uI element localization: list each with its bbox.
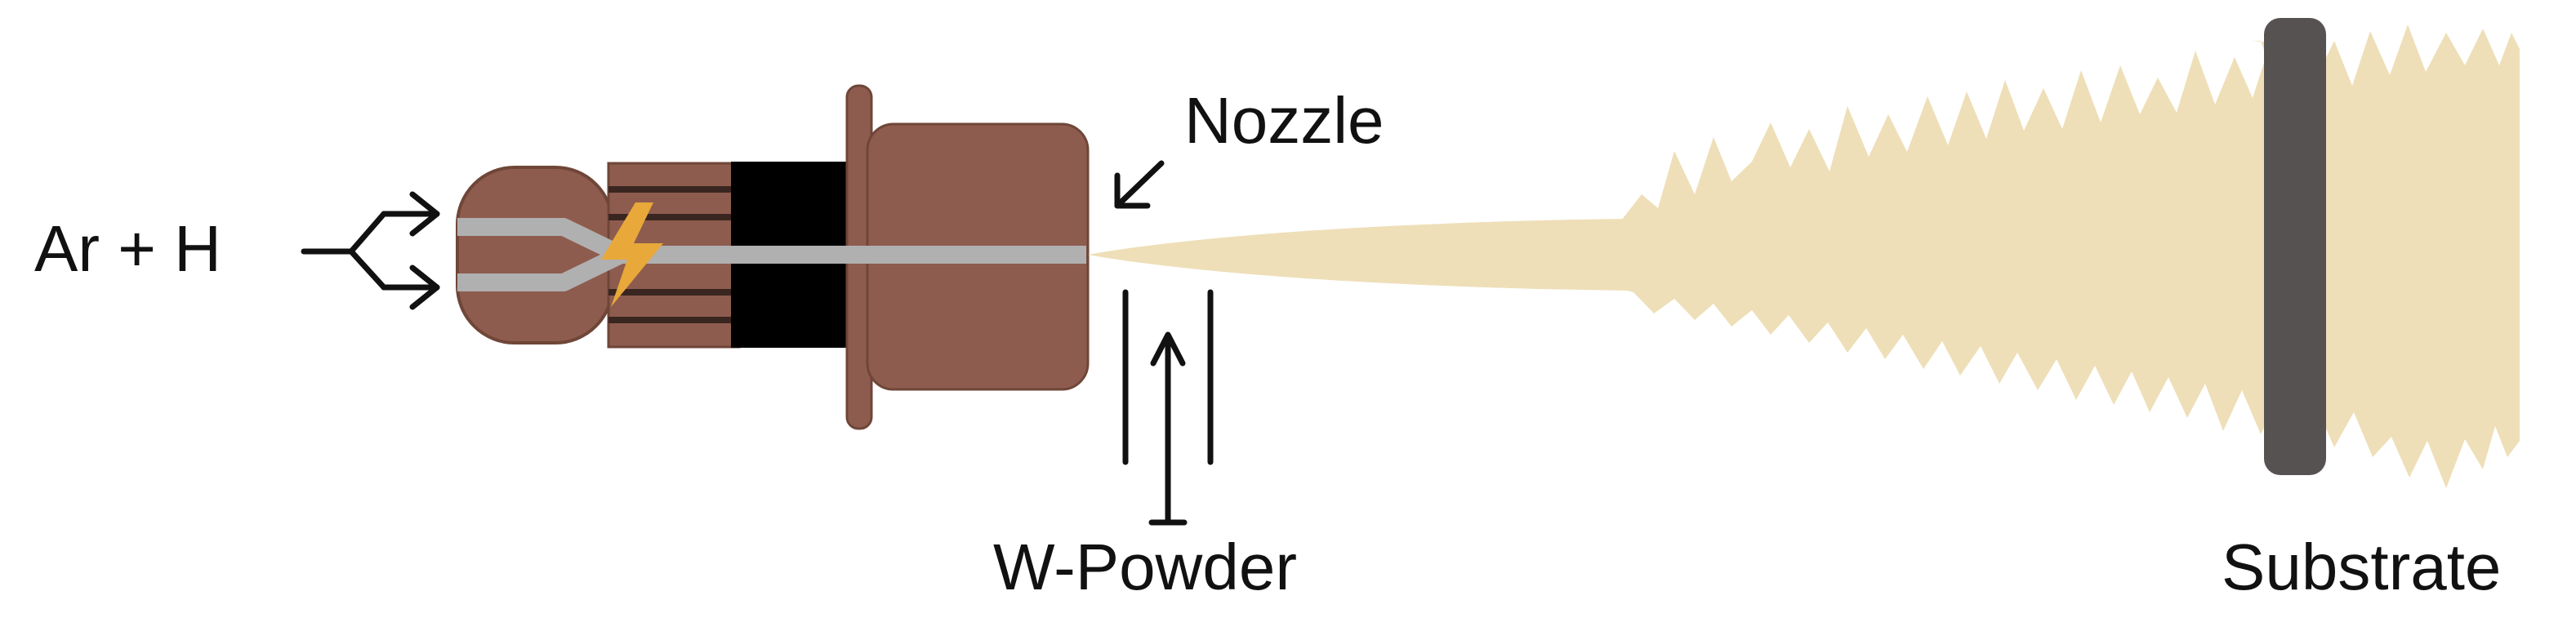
powder-feed-tube <box>1122 289 1214 465</box>
substrate-label: Substrate <box>2222 531 2501 603</box>
nozzle-label: Nozzle <box>1184 84 1384 157</box>
substrate-plate <box>2264 18 2326 475</box>
powder-label: W-Powder <box>993 531 1297 603</box>
gas-input-label: Ar + H <box>34 212 221 285</box>
lightning-bolt-icon <box>601 202 663 307</box>
nozzle-arrow <box>1114 160 1165 209</box>
plasma-jet <box>1088 219 1633 291</box>
torch-gas-channel <box>457 218 1086 291</box>
powder-feed-arrow <box>1148 331 1188 526</box>
spray-cloud <box>1621 24 2520 488</box>
plasma-torch <box>456 84 1090 430</box>
torch-rear-cap <box>456 166 614 344</box>
gas-inlet-arrows <box>301 191 440 310</box>
